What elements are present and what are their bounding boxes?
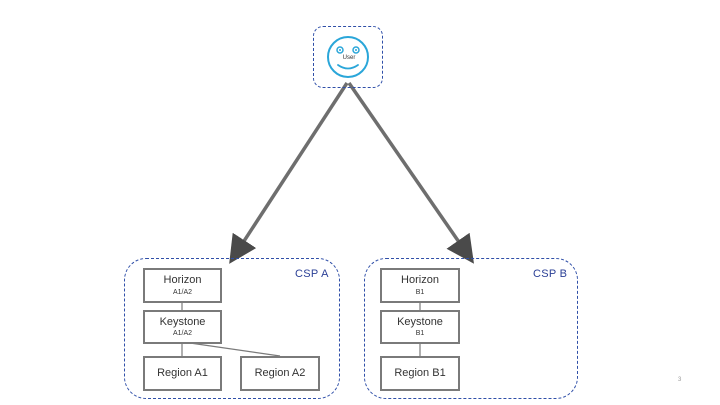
region-b1-label: Region B1 [394,366,446,379]
page-number: 3 [678,377,682,383]
csp-b-label: CSP B [533,268,568,280]
region-a2-label: Region A2 [254,366,306,379]
horizon-box-b: Horizon B1 [380,268,460,303]
user-frame [313,26,383,88]
horizon-a-scope: A1/A2 [172,288,193,296]
keystone-b-name: Keystone [397,315,443,328]
user-label: User [342,55,356,61]
keystone-box-a: Keystone A1/A2 [143,310,222,344]
horizon-a-name: Horizon [163,274,202,287]
region-a2-box: Region A2 [240,356,320,391]
horizon-b-scope: B1 [415,288,425,296]
arrow-user-to-csp-a [229,82,349,264]
region-b1-box: Region B1 [380,356,460,391]
region-a1-label: Region A1 [157,366,208,379]
horizon-box-a: Horizon A1/A2 [143,268,222,303]
keystone-a-scope: A1/A2 [172,330,193,338]
horizon-b-name: Horizon [401,274,439,287]
smiley-face-icon [327,36,369,78]
keystone-a-name: Keystone [159,315,206,328]
csp-a-label: CSP A [295,268,329,280]
region-a1-box: Region A1 [143,356,222,391]
connector-keystone-region-a2 [189,342,281,357]
csp-a-group [124,258,340,399]
keystone-b-scope: B1 [415,330,425,338]
keystone-box-b: Keystone B1 [380,310,460,344]
csp-b-group [364,258,578,399]
arrow-user-to-csp-b [347,82,474,264]
